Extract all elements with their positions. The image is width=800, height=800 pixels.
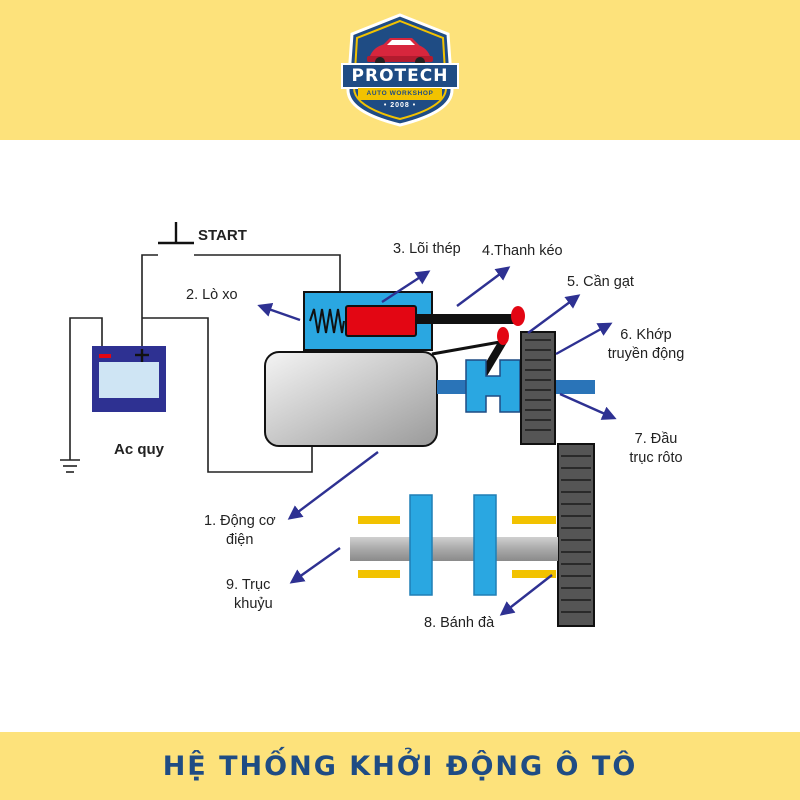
ground-wire xyxy=(69,317,103,460)
flywheel xyxy=(557,443,595,627)
label-spring: 2. Lò xo xyxy=(186,287,238,303)
footer-band: HỆ THỐNG KHỞI ĐỘNG Ô TÔ xyxy=(0,732,800,800)
start-switch xyxy=(158,222,194,245)
arrow-spring xyxy=(257,303,301,322)
label-rotor: 7. Đầu trục rôto xyxy=(629,431,683,466)
crankshaft xyxy=(350,494,558,596)
clutch-coupling xyxy=(465,359,521,413)
wiring xyxy=(60,254,341,473)
logo-subtitle: AUTO WORKSHOP xyxy=(366,90,434,97)
motor-wire xyxy=(142,317,313,473)
label-lever: 5. Cần gạt xyxy=(567,274,634,290)
label-core: 3. Lõi thép xyxy=(393,241,461,257)
battery xyxy=(92,346,166,412)
arrow-flywheel xyxy=(499,574,553,616)
plunger-core xyxy=(345,305,417,337)
arrow-clutch xyxy=(555,322,613,356)
label-start: START xyxy=(198,227,247,244)
start-wire-right xyxy=(194,254,341,292)
start-wire-left xyxy=(141,254,158,347)
arrow-crank xyxy=(289,547,341,584)
label-rod: 4.Thanh kéo xyxy=(482,243,563,259)
lever-pivot xyxy=(497,327,509,345)
lever-link xyxy=(431,340,501,356)
label-motor: 1. Động cơ điện xyxy=(204,513,276,548)
logo-year: • 2008 • xyxy=(383,102,417,109)
arrow-motor xyxy=(287,451,379,520)
label-crankshaft: 9. Trục khuỷu xyxy=(226,577,273,612)
rod-end xyxy=(511,306,525,326)
label-battery: Ac quy xyxy=(114,441,165,458)
pull-rod xyxy=(416,314,514,324)
arrow-rotor xyxy=(559,392,617,420)
arrow-rod xyxy=(456,266,511,307)
label-flywheel: 8. Bánh đà xyxy=(424,615,495,631)
page-title: HỆ THỐNG KHỞI ĐỘNG Ô TÔ xyxy=(162,750,638,782)
callout-arrows xyxy=(257,266,617,616)
spring xyxy=(309,308,345,334)
label-clutch: 6. Khớp truyền động xyxy=(607,327,685,362)
protech-logo: PROTECH AUTO WORKSHOP • 2008 • xyxy=(340,12,460,128)
arrow-core xyxy=(381,270,431,304)
car-icon xyxy=(367,38,433,67)
pinion-gear xyxy=(520,331,556,445)
logo-badge xyxy=(341,13,459,127)
logo-brand-text: PROTECH xyxy=(351,66,449,86)
arrow-lever xyxy=(527,294,581,334)
motor-body xyxy=(264,351,438,447)
